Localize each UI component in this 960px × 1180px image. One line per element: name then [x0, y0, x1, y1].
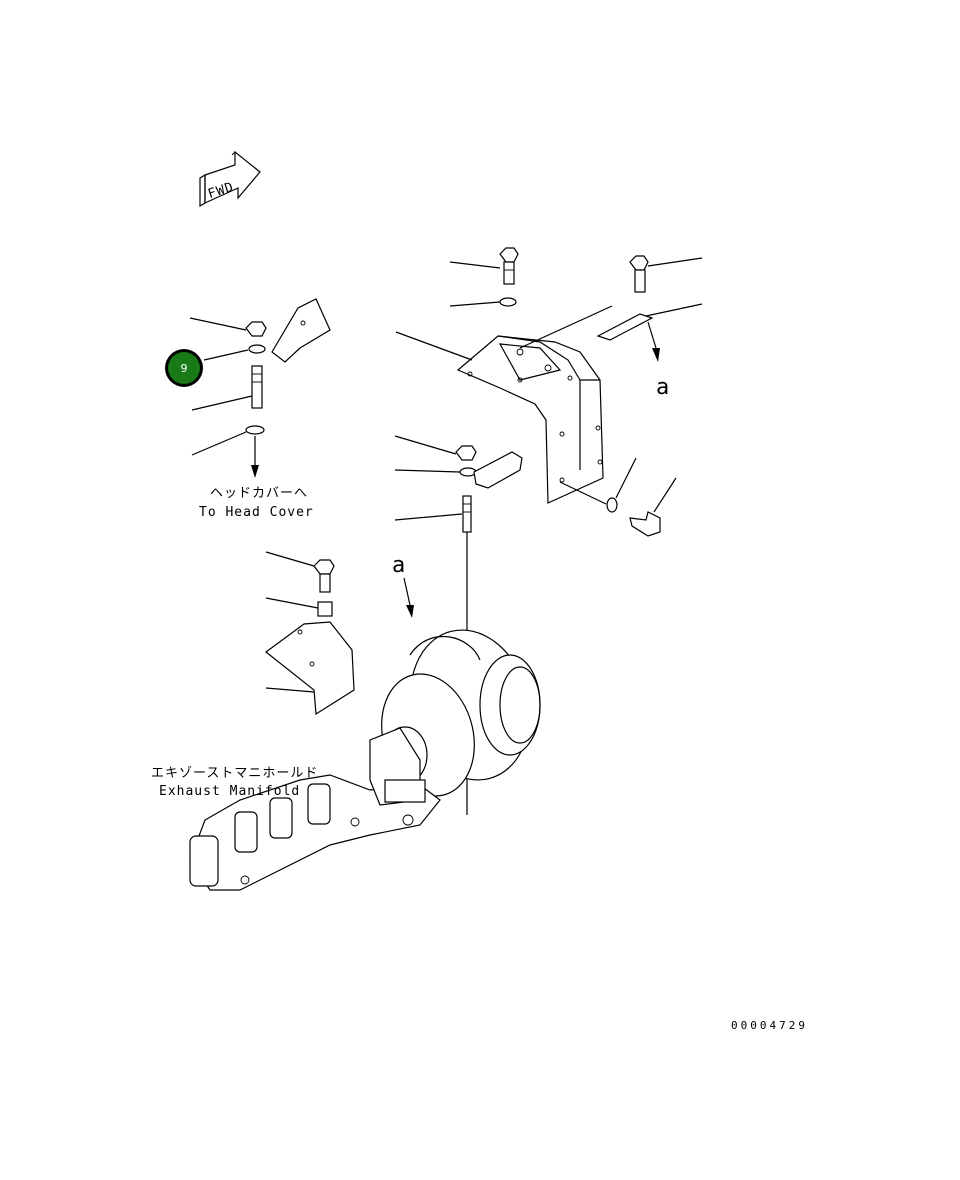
strap	[473, 451, 523, 489]
manifold-flange-1	[189, 835, 219, 887]
washer	[606, 497, 618, 513]
heat-shield-group	[265, 551, 355, 716]
view-marker-a-upper: a	[656, 375, 669, 400]
manifold-flange-2	[234, 811, 258, 853]
middle-fastener-group	[394, 435, 523, 815]
exhaust-manifold-label-en: Exhaust Manifold	[159, 784, 300, 799]
bolt-head	[629, 255, 649, 271]
manifold-flange-3	[269, 797, 293, 839]
small-plate	[596, 313, 654, 341]
bolt-head	[499, 247, 519, 263]
washer	[499, 297, 517, 307]
small-bracket	[271, 298, 331, 363]
washer-lower	[245, 425, 265, 435]
bolt-shank	[319, 573, 331, 593]
spacer	[317, 601, 333, 617]
head-cover-bracket-group	[189, 298, 331, 478]
fwd-arrow-icon: FWD	[199, 150, 261, 208]
nut	[455, 445, 477, 461]
washer-upper	[248, 344, 266, 354]
bolt	[629, 511, 661, 537]
bolt-head	[313, 559, 335, 575]
callout-number: 9	[181, 362, 188, 375]
view-a-lower-arrow-icon	[406, 605, 414, 618]
upper-right-bolt-group	[596, 255, 703, 362]
upper-bolt-group	[449, 247, 519, 307]
bolt-shank	[503, 261, 515, 285]
exhaust-manifold-label-jp: エキゾーストマニホールド	[151, 766, 318, 781]
head-cover-label-en: To Head Cover	[199, 505, 314, 520]
callout-fill	[168, 352, 200, 384]
stud-bolt	[251, 365, 263, 409]
manifold-flange-4	[307, 783, 331, 825]
exhaust-manifold	[189, 727, 441, 891]
view-a-arrow-icon	[652, 348, 660, 362]
bolt-shank	[634, 269, 646, 293]
manifold-outlet	[384, 779, 426, 803]
stud	[462, 495, 472, 533]
turbo-bracket	[395, 305, 613, 504]
head-cover-label-jp: ヘッドカバーへ	[210, 486, 308, 501]
view-marker-a-lower: a	[392, 553, 405, 578]
flange-nut	[245, 321, 267, 337]
callout-marker[interactable]: 9	[165, 349, 203, 387]
drawing-code: 00004729	[731, 1019, 808, 1032]
to-head-cover-arrow-icon	[251, 465, 259, 478]
heat-shield	[265, 621, 355, 716]
right-bolt-group	[559, 457, 677, 537]
